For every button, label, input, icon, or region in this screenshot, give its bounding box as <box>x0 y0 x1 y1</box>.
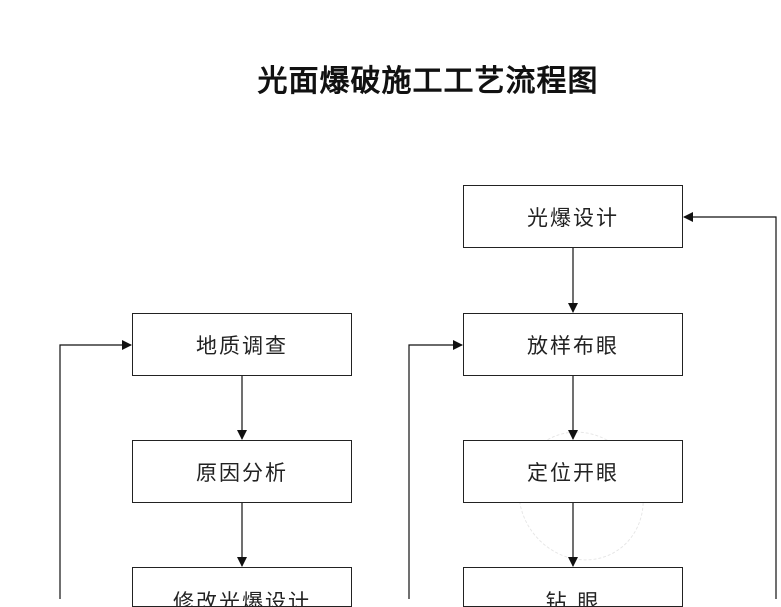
arrow-feedback-to-survey <box>59 340 132 599</box>
arrow-feedback-to-layout <box>408 340 463 599</box>
arrow-feedback-to-design <box>683 212 777 599</box>
diagram-title: 光面爆破施工工艺流程图 <box>257 64 599 99</box>
box-position-drilling: 定位开眼 <box>463 440 683 503</box>
box-layout-holes: 放样布眼 <box>463 313 683 376</box>
box-geological-survey: 地质调查 <box>132 313 352 376</box>
box-smooth-blast-design: 光爆设计 <box>463 185 683 248</box>
box-cause-analysis: 原因分析 <box>132 440 352 503</box>
